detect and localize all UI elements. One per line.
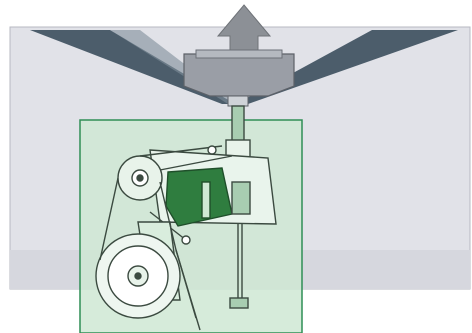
head-housing-top xyxy=(196,50,282,58)
upper-roller-axle xyxy=(137,175,143,181)
pivot-a xyxy=(208,146,216,154)
cam-slot xyxy=(202,182,210,218)
lower-reel-axle xyxy=(135,273,141,279)
head-nozzle xyxy=(228,96,248,106)
rod-foot xyxy=(230,298,248,308)
head-housing xyxy=(184,54,294,96)
pivot-b xyxy=(182,236,190,244)
slider-block xyxy=(232,182,250,214)
